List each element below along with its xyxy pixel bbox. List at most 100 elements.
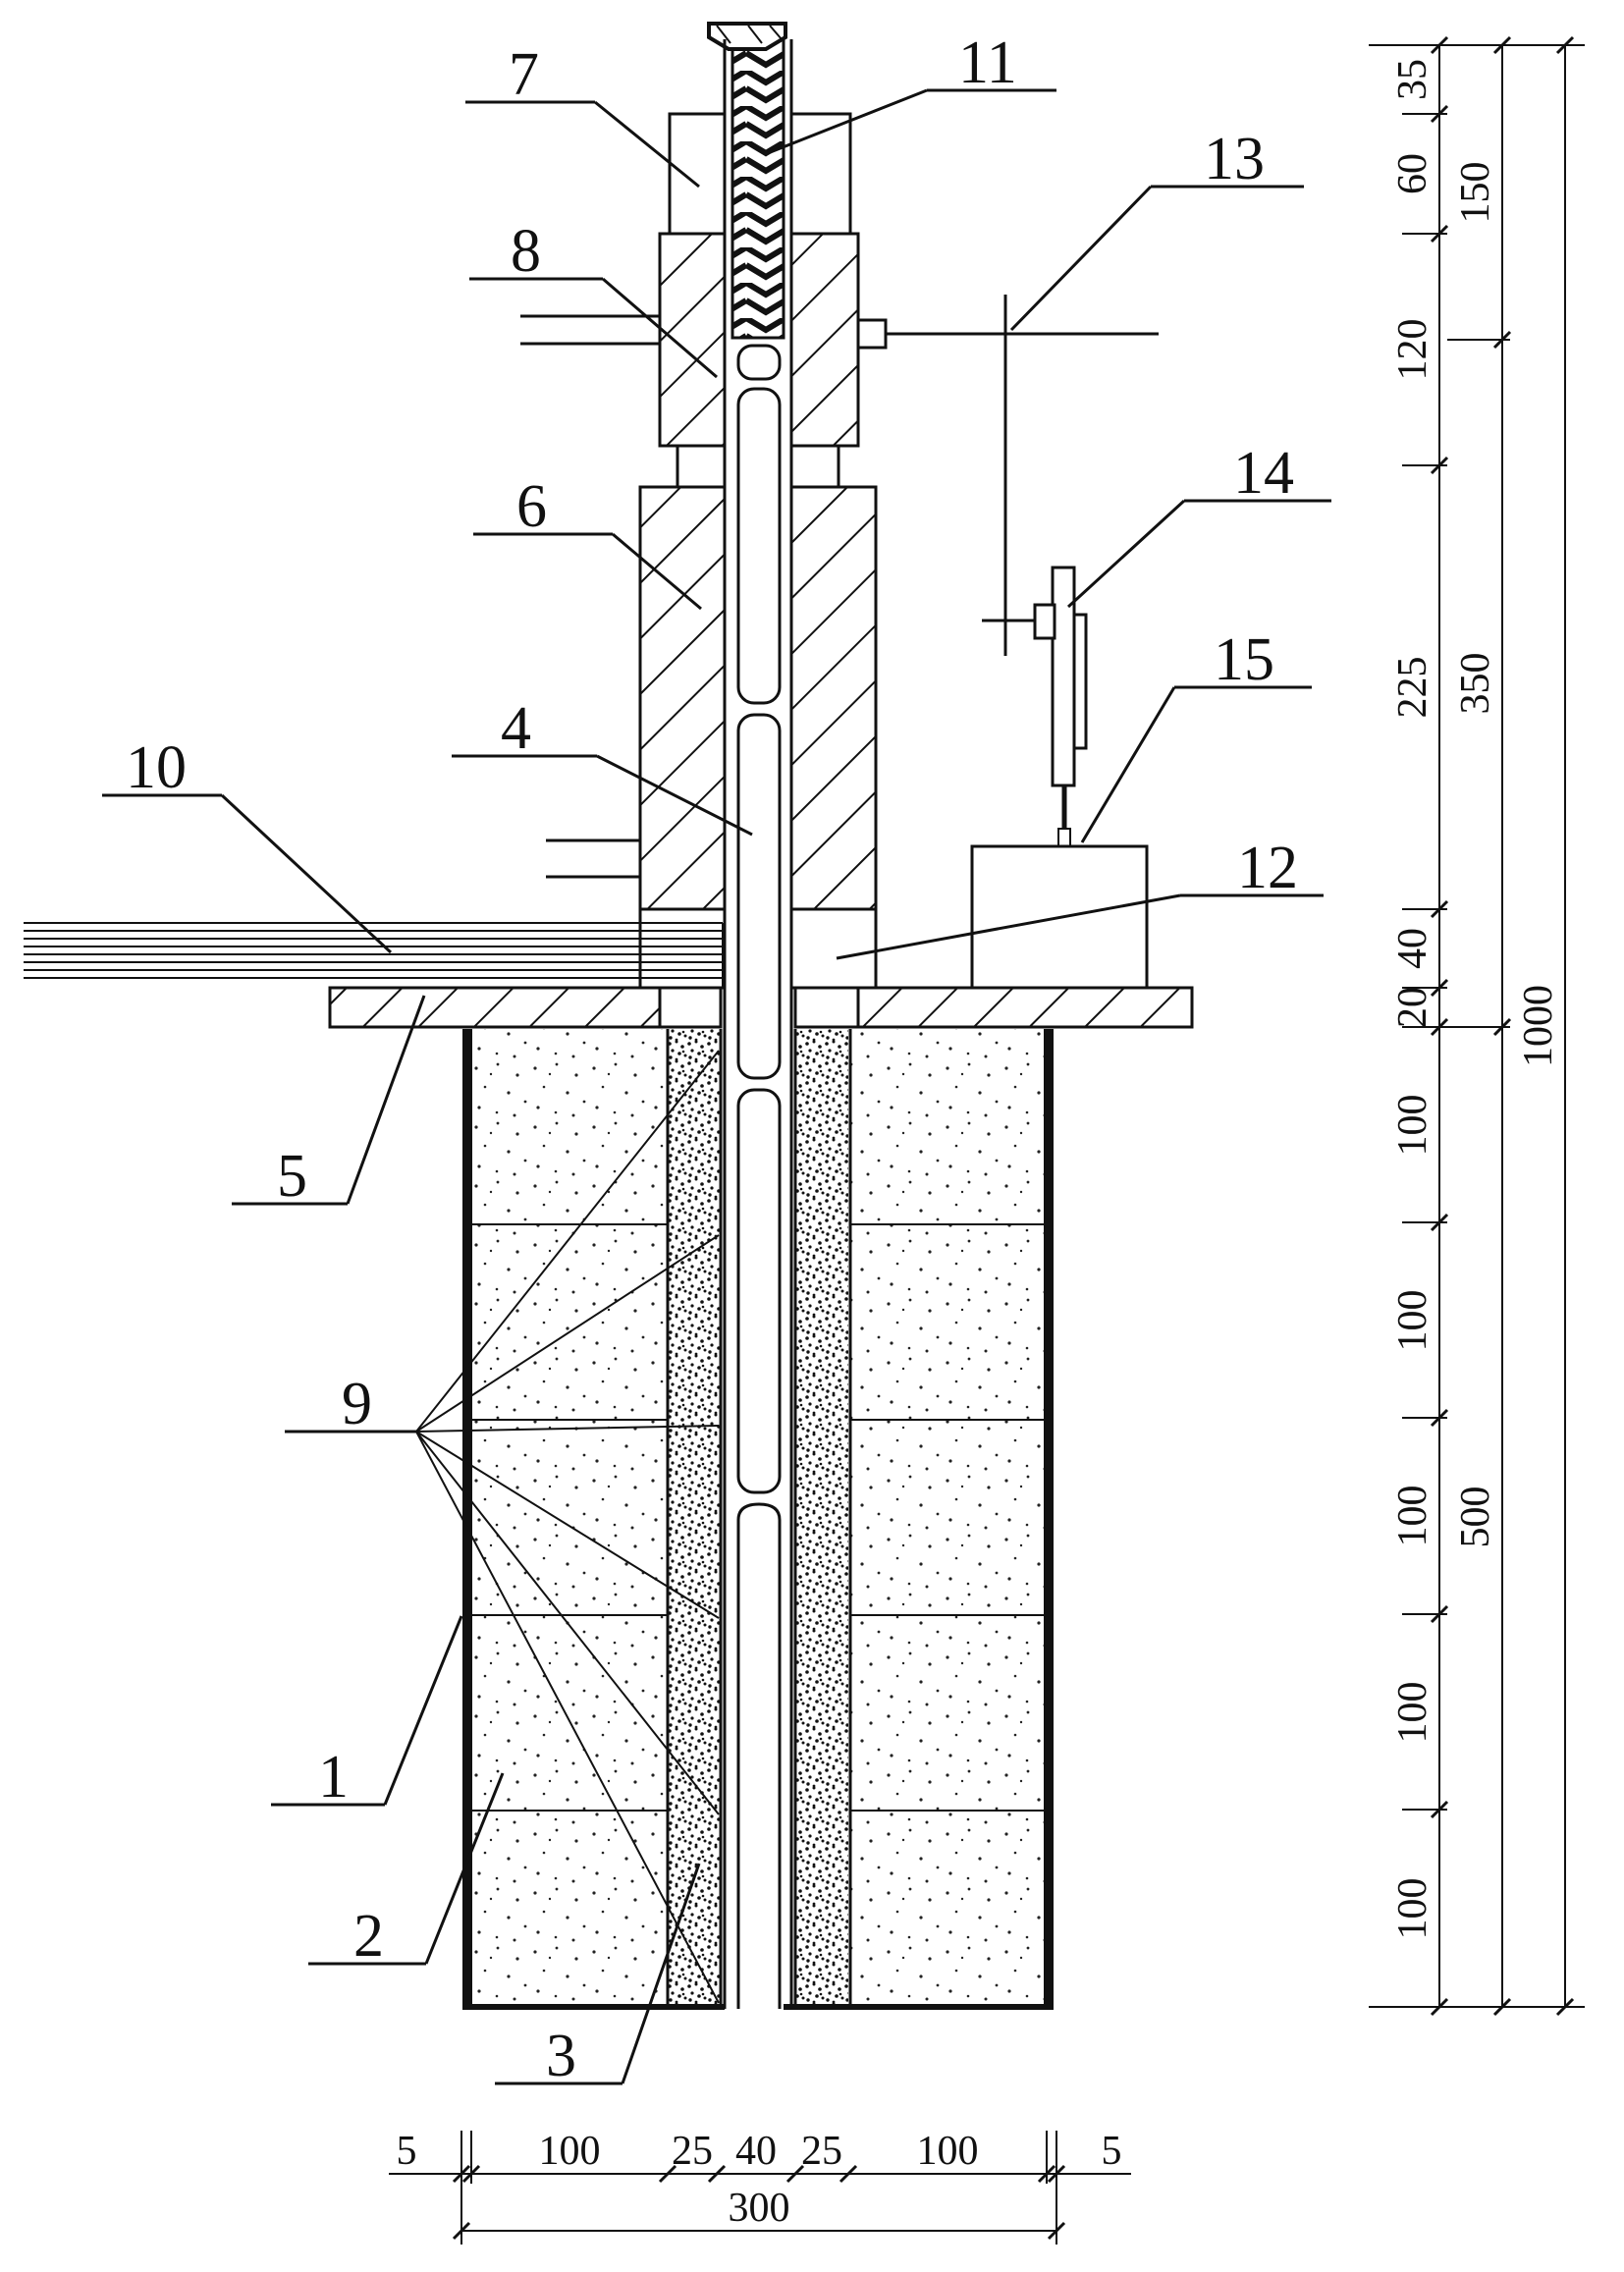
leader-5 xyxy=(346,995,426,1205)
hdim-100-left: 100 xyxy=(539,2129,601,2174)
dim-40: 40 xyxy=(1390,928,1435,969)
leader-3 xyxy=(621,1863,701,2084)
horizontal-dimensions: 5 100 25 40 25 100 5 300 xyxy=(389,2129,1131,2245)
fan-line-5 xyxy=(415,1431,720,1815)
leader-4 xyxy=(596,754,753,837)
hdim-25-right: 25 xyxy=(801,2129,842,2174)
callout-12: 12 xyxy=(1237,835,1298,901)
upper-assembly xyxy=(520,112,1159,656)
plate-insert-right xyxy=(793,986,860,1029)
dim-100-d: 100 xyxy=(1390,1682,1435,1744)
screw-head xyxy=(707,22,787,51)
leader-12 xyxy=(836,893,1181,960)
tick-i-1843s xyxy=(1430,1800,1449,1819)
dim-100-b: 100 xyxy=(1390,1290,1435,1352)
tick-t-46 xyxy=(1555,35,1575,55)
callout-11: 11 xyxy=(958,29,1017,96)
leader-13 xyxy=(1009,185,1153,332)
htick-864 xyxy=(839,2164,858,2184)
htick-total-1076 xyxy=(1047,2221,1066,2241)
rod-segment-4 xyxy=(736,1088,782,1494)
cap-7-right xyxy=(789,112,852,236)
leader-1 xyxy=(383,1615,463,1806)
htick-1066 xyxy=(1037,2164,1056,2184)
tick-m-46 xyxy=(1492,35,1512,55)
tick-i-46 xyxy=(1430,35,1449,55)
tick-i-238s xyxy=(1430,224,1449,243)
callout-6: 6 xyxy=(516,473,547,540)
dim-100-c: 100 xyxy=(1390,1486,1435,1547)
dim-225: 225 xyxy=(1390,657,1435,719)
vdim-total-ticks xyxy=(1555,35,1575,2017)
dim-350: 350 xyxy=(1453,653,1498,715)
tick-m-2044 xyxy=(1492,1997,1512,2017)
tick-i-1006s xyxy=(1430,978,1449,998)
callout-8: 8 xyxy=(511,218,541,285)
dim-120: 120 xyxy=(1390,319,1435,381)
htick-total-470 xyxy=(452,2221,471,2241)
vertical-dimensions: 35 60 120 225 40 20 100 100 100 100 100 … xyxy=(1369,35,1585,2017)
callout-3: 3 xyxy=(546,2023,576,2089)
rod-segment-2 xyxy=(736,387,782,705)
callout-4: 4 xyxy=(501,695,531,762)
cylinder-6-right xyxy=(789,485,878,911)
dim-20: 20 xyxy=(1390,987,1435,1028)
fan-line-1 xyxy=(415,1050,720,1433)
connector-right xyxy=(789,444,840,489)
callout-10: 10 xyxy=(126,734,187,801)
connector-left xyxy=(676,444,727,489)
callout-14: 14 xyxy=(1233,440,1294,507)
ring-12-right xyxy=(789,907,878,990)
dim-150: 150 xyxy=(1453,162,1498,224)
leader-15 xyxy=(1080,686,1176,843)
leader-6 xyxy=(612,532,702,611)
leader-11 xyxy=(767,88,928,155)
fan-line-4 xyxy=(415,1431,720,1619)
tick-i-926s xyxy=(1430,899,1449,919)
leader-14 xyxy=(1066,499,1186,609)
tick-i-474s xyxy=(1430,456,1449,475)
tick-i-1245s xyxy=(1430,1213,1449,1232)
plate-right xyxy=(856,986,1194,1029)
soil-container xyxy=(462,1029,1054,2010)
fan-line-3 xyxy=(415,1425,720,1433)
rod-segment-1 xyxy=(736,344,782,381)
callout-1: 1 xyxy=(318,1744,349,1811)
hdim-5-right: 5 xyxy=(1102,2129,1122,2174)
screw xyxy=(707,22,787,340)
hdim-100-right: 100 xyxy=(917,2129,979,2174)
hdim-40: 40 xyxy=(735,2129,777,2174)
screw-body xyxy=(731,31,785,340)
tick-i-1046s xyxy=(1430,1017,1449,1037)
gauge-knob xyxy=(1033,603,1056,640)
hdim-300: 300 xyxy=(729,2186,790,2231)
hdim-5-left: 5 xyxy=(397,2129,417,2174)
tick-i-2044 xyxy=(1430,1997,1449,2017)
screw-head-hatch-3 xyxy=(769,25,783,40)
cylinder-6-left xyxy=(638,485,727,911)
callout-5: 5 xyxy=(277,1143,307,1210)
lower-cylinder xyxy=(546,444,878,990)
central-rod xyxy=(723,39,793,2009)
dim-1000: 1000 xyxy=(1516,985,1561,1067)
callout-2: 2 xyxy=(353,1903,384,1970)
dim-100-a: 100 xyxy=(1390,1095,1435,1157)
sand-annulus-right xyxy=(795,1029,848,2009)
rod-segment-5 xyxy=(736,1502,782,2009)
tick-i-1644s xyxy=(1430,1604,1449,1624)
sensor-bracket xyxy=(856,318,888,350)
dim-100-e: 100 xyxy=(1390,1878,1435,1940)
callout-15: 15 xyxy=(1214,626,1274,693)
htick-1076 xyxy=(1047,2164,1066,2184)
htick-730 xyxy=(707,2164,727,2184)
plate-insert-left xyxy=(658,986,723,1029)
soil-fill-left xyxy=(469,1029,668,2009)
leader-2 xyxy=(424,1772,505,1965)
tick-t-2044 xyxy=(1555,1997,1575,2017)
screw-head-hatch-1 xyxy=(716,25,731,44)
leader-7 xyxy=(594,100,700,189)
fan-line-6 xyxy=(415,1431,720,2004)
callout-labels: 1 2 3 4 5 6 7 8 9 10 11 12 13 14 15 xyxy=(126,29,1298,2089)
vdim-inner-ticks xyxy=(1402,35,1449,2017)
